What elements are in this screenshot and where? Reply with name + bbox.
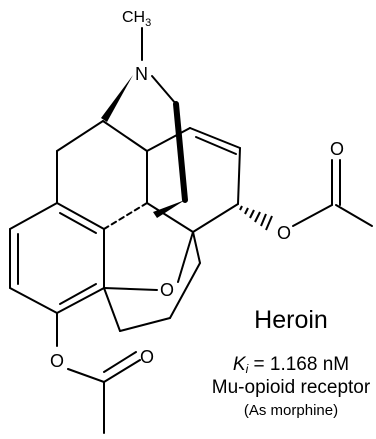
hashed-bond-c6-ester-oxygen [239,205,273,231]
double-bond-carbonyl-bottom [103,351,137,373]
methyl-label: CH3 [122,9,151,29]
ki-symbol: K [232,354,246,375]
aromatic-inner-3 [59,283,97,305]
bond-c15-c17 [119,317,171,332]
wedge-bond-n-c9 [101,75,133,122]
note-label: (As morphine) [243,402,339,419]
carbonyl-oxygen-bottom-label: O [140,347,154,367]
bond-c1-c11 [9,202,58,230]
ki-value-line: Ki = 1.168 nM [206,354,376,376]
bond-c7-c6 [237,147,241,205]
bond-c14-c8 [146,127,191,152]
bond-c4-c3 [56,287,105,314]
ki-value: = 1.168 nM [253,354,350,375]
aromatic-inner-1 [59,212,97,234]
bold-bridge-bond [173,101,188,203]
ester-oxygen-right-label: O [277,223,291,243]
double-bond-c7-c8-inner [195,136,237,155]
bond-c13-c5 [146,202,194,233]
bond-c11-c12 [56,202,105,230]
ring-oxygen-label: O [160,280,174,300]
bond-c5-c16 [192,231,201,264]
bond-carbonyl-c-o-bottom [103,359,141,383]
receptor-label: Mu-opioid receptor [211,377,371,398]
dashed-bond-c12-c13 [103,202,148,230]
bond-o-carbonyl-right [292,204,333,227]
bond-n-bridge [151,75,177,105]
bond-c6-c5 [192,203,239,233]
bond-c9-c10 [56,120,104,152]
molecule-name: Heroin [254,306,328,334]
bond-c9-c14 [102,120,148,152]
bond-c3-c2 [9,287,58,314]
carbonyl-oxygen-right-label: O [330,139,344,159]
nitrogen-label: N [135,64,148,84]
bond-o-carbonyl-bottom [67,368,105,383]
bond-c16-c15 [169,262,201,319]
wedge-bond-bridge-c13 [153,200,185,218]
bond-o-c5 [177,231,194,283]
ester-oxygen-bottom-label: O [50,351,64,371]
bond-c17-c4 [103,287,121,332]
ki-subscript: i [245,362,249,376]
bond-c8-c7 [189,127,241,149]
bond-c4-o [103,287,158,291]
bond-methyl-right [335,204,373,227]
